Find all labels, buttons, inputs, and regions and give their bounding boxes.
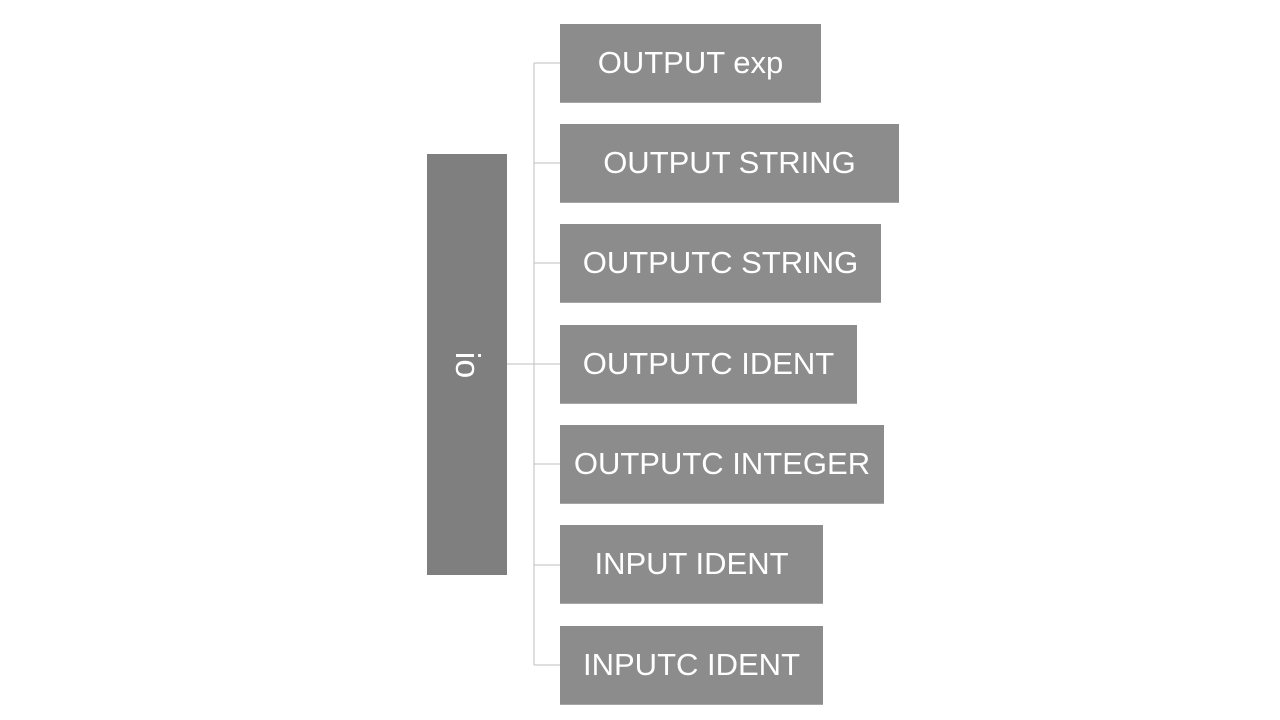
root-node-io: io <box>427 154 507 575</box>
child-node-input-ident: INPUT IDENT <box>560 525 823 604</box>
child-node-outputc-integer: OUTPUTC INTEGER <box>560 425 884 504</box>
child-node-outputc-ident: OUTPUTC IDENT <box>560 325 857 404</box>
child-node-outputc-string: OUTPUTC STRING <box>560 224 881 303</box>
root-node-label: io <box>448 351 486 378</box>
child-node-output-string: OUTPUT STRING <box>560 124 899 203</box>
child-node-inputc-ident: INPUTC IDENT <box>560 626 823 705</box>
child-node-output-exp: OUTPUT exp <box>560 24 821 103</box>
